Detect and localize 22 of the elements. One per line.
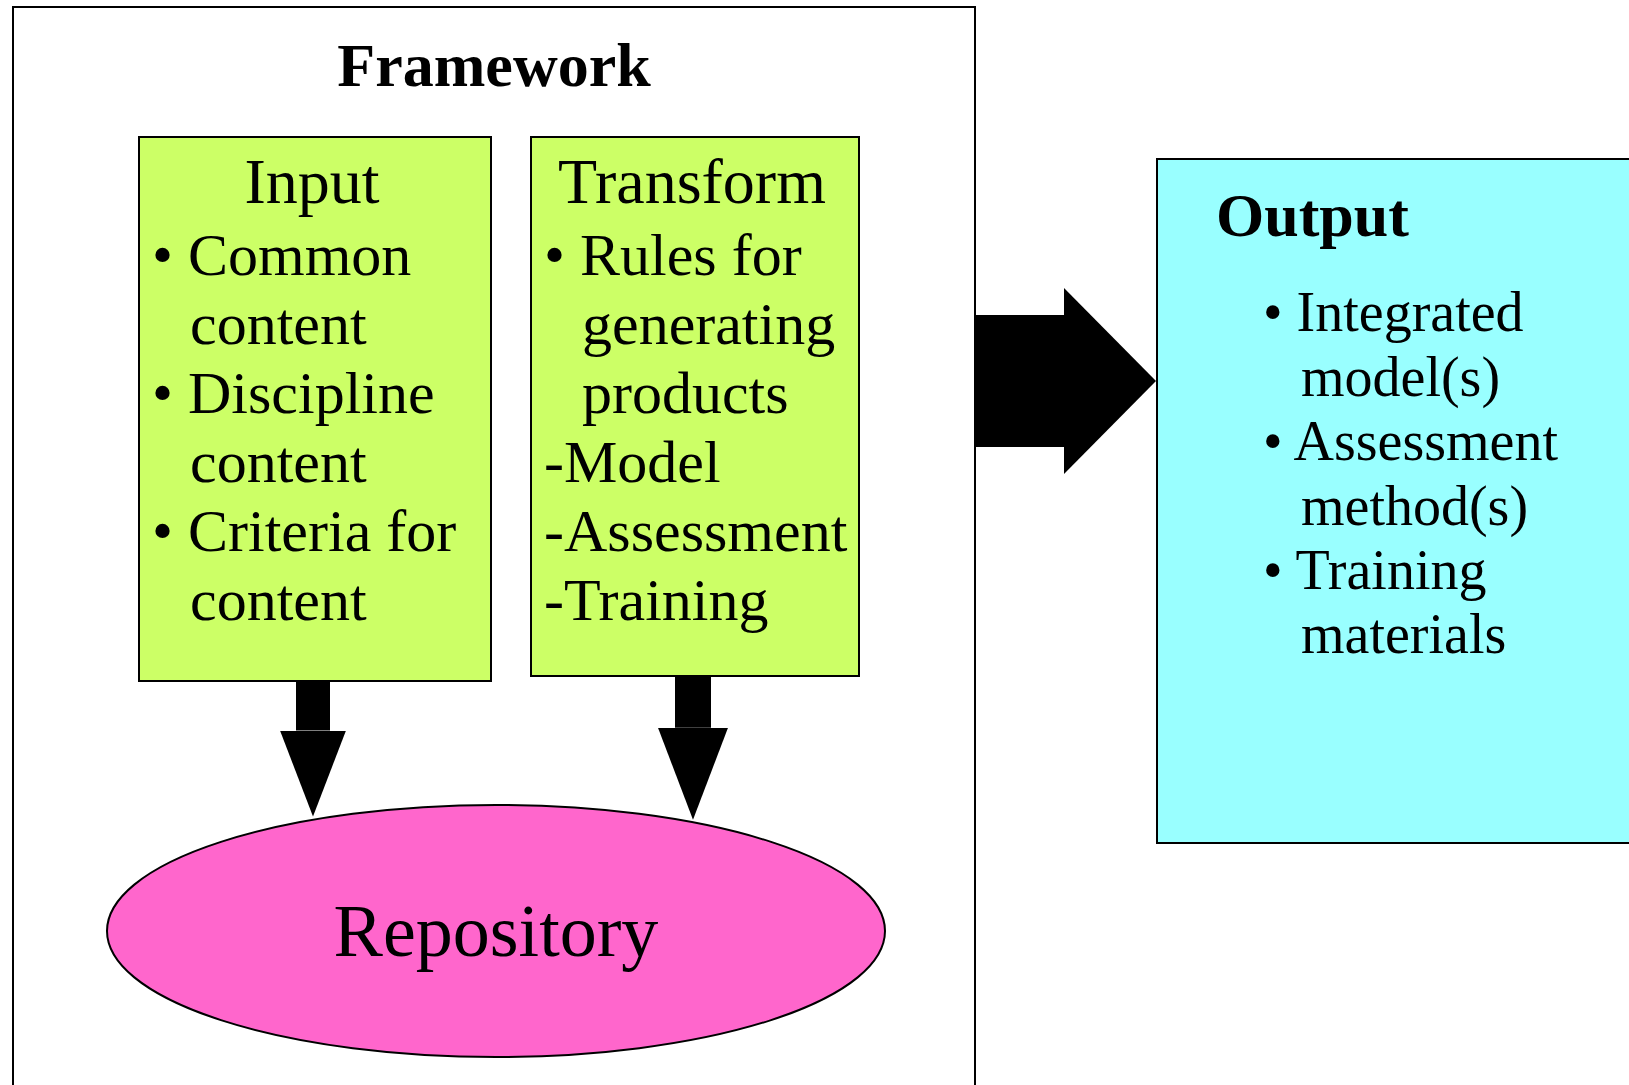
list-item: -Assessment [543,496,849,566]
box-heading: Input [244,145,380,219]
process-box [530,136,860,677]
list-item: • Training materials [1262,537,1508,667]
list-item: • Criteria for content [151,496,458,635]
list-item: • Assessment method(s) [1262,409,1559,538]
block-arrow [280,680,346,817]
list-item: -Model [543,427,722,497]
output-box [1156,158,1629,844]
box-heading: Output [1216,180,1409,251]
list-item: • Integrated model(s) [1262,280,1525,410]
frame-title: Framework [337,30,651,101]
box-heading: Transform [558,145,826,219]
list-item: • Common content [151,220,413,359]
block-arrow [658,675,728,820]
framework-box [12,6,976,1085]
list-item: -Training [543,565,770,635]
list-item: • Rules for generating products [543,220,837,428]
list-item: • Discipline content [151,358,436,497]
block-arrow [976,288,1156,474]
ellipse-label: Repository [333,888,659,974]
process-box [138,136,492,682]
